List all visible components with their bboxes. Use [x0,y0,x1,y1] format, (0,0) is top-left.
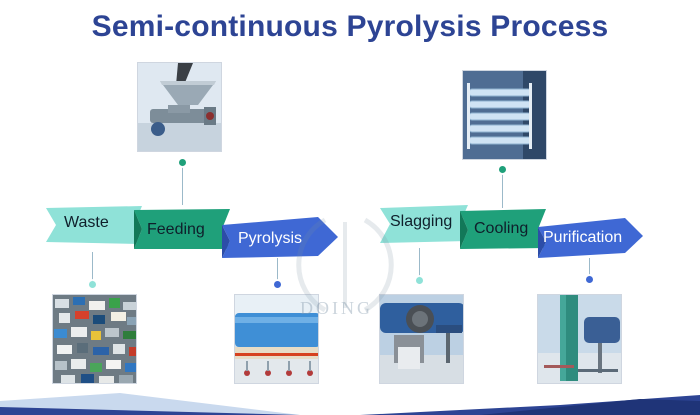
ribbon-purification [538,218,643,258]
step-label-cooling: Cooling [474,220,529,237]
connector-feeding [182,165,183,205]
connector-waste [92,252,93,282]
connector-dot-purification [586,276,593,283]
step-label-pyrolysis: Pyrolysis [238,230,303,247]
page-title: Semi-continuous Pyrolysis Process [91,10,609,43]
slag-discharger-image [379,294,464,384]
connector-dot-feeding [179,159,186,166]
ribbon-pyrolysis [222,217,338,258]
plastic-waste-image [52,294,137,384]
condenser-image [462,70,547,160]
step-label-feeding: Feeding [147,221,205,238]
brand-watermark-logo [296,217,394,313]
step-label-waste: Waste [64,214,109,231]
footer-decoration [0,393,700,415]
connector-cooling [502,172,503,208]
ribbon-waste [46,206,142,244]
connector-dot-slagging [416,277,423,284]
ribbon-feeding [134,209,230,249]
step-label-purification: Purification [543,229,623,246]
brand-watermark-text: DOING [300,298,373,318]
purification-tower-image [537,294,622,384]
connector-slagging [419,248,420,278]
ribbon-slagging [380,205,468,243]
connector-purification [589,258,590,276]
step-label-slagging: Slagging [390,213,453,230]
connector-dot-waste [89,281,96,288]
ribbon-cooling [460,209,546,249]
pyrolysis-reactor-image [234,294,319,384]
feeding-machine-image [137,62,222,152]
connector-dot-pyrolysis [274,281,281,288]
connector-pyrolysis [277,258,278,280]
connector-dot-cooling [499,166,506,173]
